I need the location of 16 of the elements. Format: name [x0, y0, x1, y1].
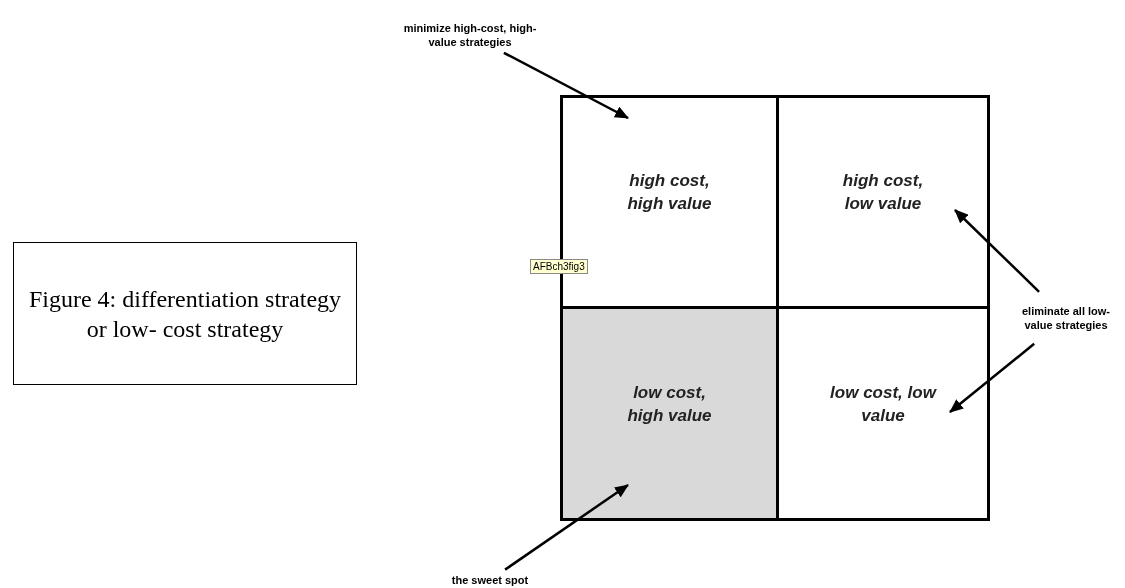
- shaded-quadrant: [560, 306, 779, 521]
- tag-label: AFBch3fig3: [530, 259, 588, 274]
- quadrant-label: high cost, high value: [626, 170, 713, 215]
- caption-box: Figure 4: differentiation strategy or low- cost strategy: [13, 242, 357, 385]
- arrow: [503, 51, 629, 120]
- quadrant: [776, 306, 990, 521]
- quadrant-label: high cost, low value: [841, 170, 925, 215]
- annotation-text: minimize high-cost, high-value strategies: [400, 20, 540, 50]
- quadrant-label: low cost, high value: [626, 381, 713, 427]
- quadrant-label: low cost, low value: [829, 381, 938, 427]
- arrow: [949, 342, 1035, 413]
- arrow: [504, 483, 629, 571]
- annotation-text: eliminate all low-value strategies: [1020, 296, 1112, 340]
- annotation-text: the sweet spot: [435, 573, 545, 587]
- arrow: [954, 209, 1040, 293]
- quadrant: [776, 95, 990, 309]
